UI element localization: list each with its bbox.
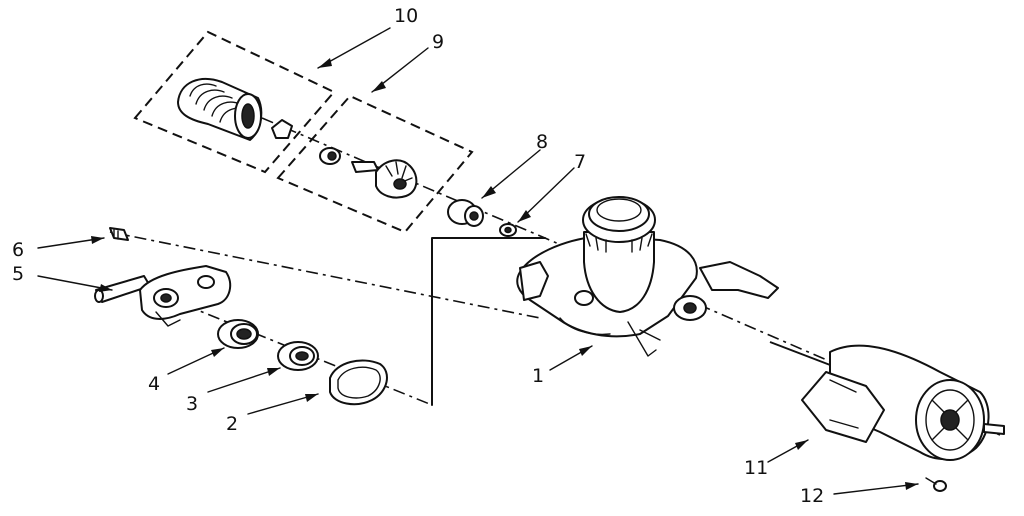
leader-lines [37, 27, 919, 495]
leader-bracket-line [431, 237, 546, 406]
kit-10-boundary [133, 30, 336, 174]
callout-4: 4 [148, 373, 160, 395]
part-2-o-ring-gasket [329, 359, 388, 406]
callout-8: 8 [536, 131, 548, 153]
part-10-seal-kit [177, 77, 293, 141]
callout-11: 11 [744, 457, 768, 479]
part-1-pump-housing [516, 196, 779, 357]
part-9-impeller-kit [319, 147, 418, 199]
callout-3: 3 [186, 393, 198, 415]
callout-5: 5 [12, 263, 24, 285]
part-8-seal-assembly [447, 199, 484, 227]
part-bracket [139, 265, 232, 327]
part-11-motor [769, 341, 1005, 461]
centerline-bracket [109, 231, 541, 319]
part-3-seal [277, 341, 319, 371]
callout-1: 1 [532, 365, 544, 387]
callout-12: 12 [800, 485, 824, 507]
callout-10: 10 [394, 5, 418, 27]
kit-9-boundary [276, 94, 474, 234]
part-4-bushing [217, 319, 259, 349]
callout-6: 6 [12, 239, 24, 261]
part-12-screw [925, 477, 947, 492]
callout-7: 7 [574, 151, 586, 173]
callout-2: 2 [226, 413, 238, 435]
part-7-washer [499, 223, 517, 237]
callout-9: 9 [432, 31, 444, 53]
part-6-screw [109, 227, 129, 241]
